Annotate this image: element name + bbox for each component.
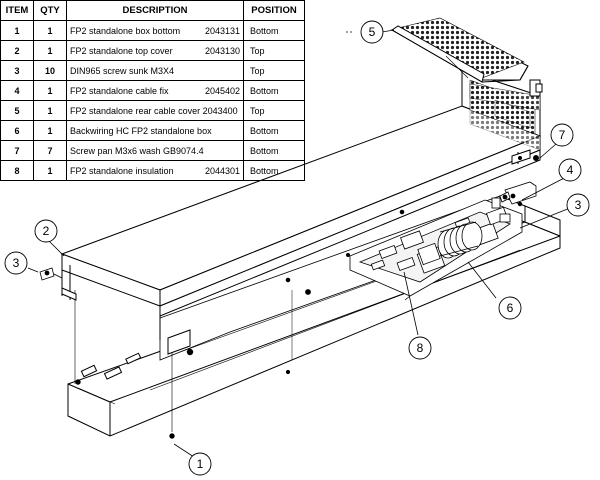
bom-description: Backwiring HC FP2 standalone box	[66, 120, 244, 141]
callout-3-left: 3	[4, 251, 28, 275]
bom-position: Bottom	[243, 20, 305, 41]
bom-description: FP2 standalone box bottom 2043131	[66, 20, 244, 41]
bom-description: FP2 standalone insulation 2044301	[66, 160, 244, 181]
callout-8: 8	[408, 336, 432, 360]
callout-4: 4	[558, 158, 582, 182]
bom-position: Bottom	[243, 120, 305, 141]
bom-row: 8 1 FP2 standalone insulation 2044301 Bot…	[0, 160, 305, 181]
bom-row: 5 1 FP2 standalone rear cable cover 2043…	[0, 100, 305, 121]
svg-text:8: 8	[417, 341, 424, 355]
bom-description: FP2 standalone cable fix 2045402	[66, 80, 244, 101]
callout-1: 1	[188, 452, 212, 476]
bom-position: Bottom	[243, 140, 305, 161]
rear-cable-cover-part	[390, 17, 529, 83]
screws	[39, 154, 540, 356]
svg-text:2: 2	[43, 224, 50, 238]
bom-part-code: 2044301	[204, 165, 240, 176]
bom-header-description: DESCRIPTION	[66, 0, 244, 21]
bom-qty: 1	[33, 160, 67, 181]
svg-text:5: 5	[369, 25, 376, 39]
bom-qty: 10	[33, 60, 67, 81]
bom-row: 2 1 FP2 standalone top cover 2043130 Top	[0, 40, 305, 61]
bom-qty: 1	[33, 80, 67, 101]
bom-description-text: FP2 standalone cable fix	[70, 85, 169, 96]
bom-part-code: 2043130	[204, 45, 240, 56]
bom-qty: 1	[33, 100, 67, 121]
bom-description-text: FP2 standalone top cover	[70, 45, 173, 56]
bom-item: 2	[0, 40, 34, 61]
screw-right	[499, 191, 511, 203]
screw-left	[39, 267, 63, 281]
bom-item: 4	[0, 80, 34, 101]
bom-header-position: POSITION	[243, 0, 305, 21]
bom-row: 3 10 DIN965 screw sunk M3X4 Top	[0, 60, 305, 81]
bom-description: FP2 standalone rear cable cover 2043400	[66, 100, 244, 121]
bom-row: 1 1 FP2 standalone box bottom 2043131 Bot…	[0, 20, 305, 41]
bom-position: Top	[243, 60, 305, 81]
bom-description-text: Screw pan M3x6 wash GB9074.4	[70, 145, 204, 156]
svg-text:6: 6	[507, 301, 514, 315]
bom-description-text: FP2 standalone insulation	[70, 165, 174, 176]
bom-part-code: 2043131	[204, 25, 240, 36]
bom-item: 3	[0, 60, 34, 81]
svg-text:4: 4	[567, 163, 574, 177]
leader-lines	[27, 29, 571, 458]
bom-header-item: ITEM	[0, 0, 34, 21]
bom-qty: 7	[33, 140, 67, 161]
bom-description-text: FP2 standalone box bottom	[70, 25, 181, 36]
bom-description-text: FP2 standalone rear cable cover 2043400	[70, 105, 238, 116]
bom-description-text: DIN965 screw sunk M3X4	[70, 65, 175, 76]
cable-fix-part	[504, 181, 537, 205]
bom-description-text: Backwiring HC FP2 standalone box	[70, 125, 212, 136]
bom-item: 6	[0, 120, 34, 141]
bom-item: 8	[0, 160, 34, 181]
bom-item: 5	[0, 100, 34, 121]
bom-row: 6 1 Backwiring HC FP2 standalone box Bot…	[0, 120, 305, 141]
svg-text:3: 3	[575, 198, 582, 212]
svg-text:1: 1	[197, 457, 204, 471]
callout-6: 6	[498, 296, 522, 320]
bom-header-row: ITEM QTY DESCRIPTION POSITION	[0, 0, 305, 21]
svg-text:3: 3	[13, 256, 20, 270]
bom-row: 4 1 FP2 standalone cable fix 2045402 Bott…	[0, 80, 305, 101]
callout-2: 2	[34, 219, 58, 243]
transformer	[437, 221, 483, 259]
svg-text:7: 7	[559, 128, 566, 142]
bom-qty: 1	[33, 20, 67, 41]
bom-qty: 1	[33, 120, 67, 141]
bom-position: Bottom	[243, 80, 305, 101]
bom-description: FP2 standalone top cover 2043130	[66, 40, 244, 61]
bom-position: Top	[243, 40, 305, 61]
callout-3-right: 3	[566, 193, 590, 217]
bom-header-qty: QTY	[33, 0, 67, 21]
bom-description: DIN965 screw sunk M3X4	[66, 60, 244, 81]
bom-row: 7 7 Screw pan M3x6 wash GB9074.4 Bottom	[0, 140, 305, 161]
callout-5: 5	[360, 20, 384, 44]
bom-position: Top	[243, 100, 305, 121]
top-cover-part	[60, 69, 543, 355]
bom-position: Bottom	[243, 160, 305, 181]
bom-description: Screw pan M3x6 wash GB9074.4	[66, 140, 244, 161]
bill-of-materials-table: ITEM QTY DESCRIPTION POSITION 1 1 FP2 st…	[0, 0, 305, 181]
backwiring-pcb	[349, 197, 523, 301]
bom-part-code: 2045402	[204, 85, 240, 96]
bom-qty: 1	[33, 40, 67, 61]
bom-item: 1	[0, 20, 34, 41]
bom-item: 7	[0, 140, 34, 161]
callout-7: 7	[550, 123, 574, 147]
